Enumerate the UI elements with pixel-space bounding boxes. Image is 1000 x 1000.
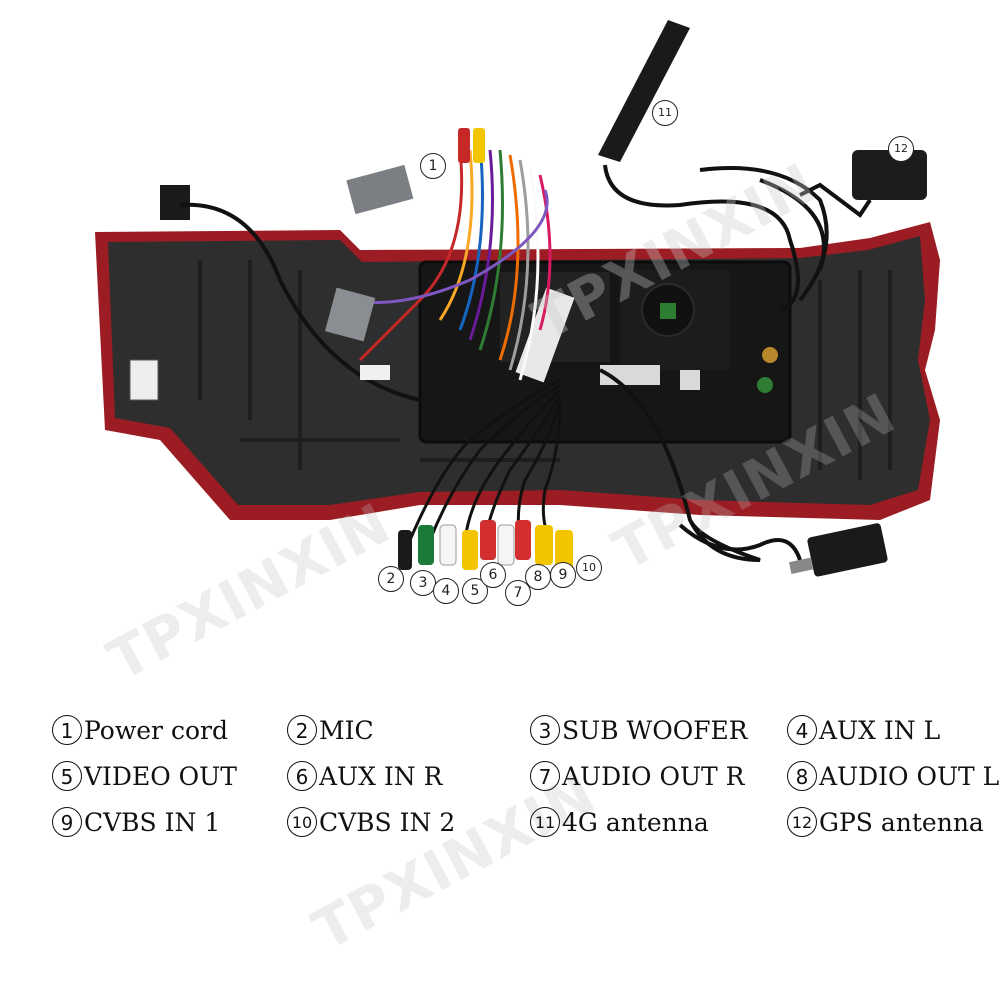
legend-number: 5 [52,761,82,791]
aux-in-l-plug [439,524,457,566]
callout-6: 6 [480,562,506,588]
antenna-cables [599,164,829,562]
legend-label: AUX IN L [819,715,941,745]
legend-label: MIC [319,715,374,745]
white-sticker [515,287,575,383]
watermark: TPXINXIN [302,761,607,964]
callout-11: 11 [652,100,678,126]
mic-plug [398,530,412,570]
legend-item: 9 CVBS IN 1 [52,807,220,837]
callout-2: 2 [378,566,404,592]
legend-number: 8 [787,761,817,791]
callout-4: 4 [433,578,459,604]
legend-number: 4 [787,715,817,745]
callout-1: 1 [420,153,446,179]
legend-number: 9 [52,807,82,837]
legend-label: SUB WOOFER [562,715,748,745]
legend-number: 1 [52,715,82,745]
audio-out-l-plug [515,520,531,560]
legend-number: 2 [287,715,317,745]
callout-8: 8 [525,564,551,590]
legend-number: 7 [530,761,560,791]
legend-label: AUX IN R [319,761,443,791]
legend-label: AUDIO OUT R [562,761,745,791]
legend-number: 12 [787,807,817,837]
legend-label: CVBS IN 1 [84,807,221,837]
callout-10: 10 [576,555,602,581]
legend-item: 1 Power cord [52,715,228,745]
green-label [660,303,676,319]
legend-label: GPS antenna [819,807,984,837]
dip-switch [129,359,159,401]
legend-item: 11 4G antenna [530,807,709,837]
cvbs-in-1-plug [535,525,553,565]
callout-3: 3 [410,570,436,596]
aux-in-r-plug [480,520,496,560]
legend-label: AUDIO OUT L [819,761,1000,791]
audio-out-r-plug [497,524,515,566]
legend-item: 2 MIC [287,715,374,745]
head-unit-photo [95,20,940,577]
callout-12: 12 [888,136,914,162]
legend-number: 6 [287,761,317,791]
legend-label: CVBS IN 2 [319,807,456,837]
white-connector [360,365,390,380]
legend-item: 4 AUX IN L [787,715,940,745]
grey-connector-1 [346,164,414,215]
legend-item: 12 GPS antenna [787,807,984,837]
callout-5: 5 [462,578,488,604]
video-out-plug [462,530,478,570]
legend-number: 11 [530,807,560,837]
power-connector [160,185,190,220]
rca-leads [408,378,562,541]
legend-label: Power cord [84,715,228,745]
legend-number: 10 [287,807,317,837]
legend-number: 3 [530,715,560,745]
legend-item: 6 AUX IN R [287,761,442,791]
legend-item: 7 AUDIO OUT R [530,761,745,791]
gps-antenna [852,150,927,200]
wire-harness [349,144,552,381]
legend-item: 10 CVBS IN 2 [287,807,455,837]
rca-plugs [398,520,573,570]
grey-connector-2 [324,287,376,342]
legend-item: 3 SUB WOOFER [530,715,748,745]
legend-label: VIDEO OUT [84,761,237,791]
legend-label: 4G antenna [562,807,709,837]
callout-9: 9 [550,562,576,588]
legend-item: 5 VIDEO OUT [52,761,237,791]
4g-antenna [598,20,690,162]
usb-dongle [807,523,888,577]
cvbs-in-2-plug [555,530,573,570]
sub-woofer-plug [418,525,434,565]
legend-item: 8 AUDIO OUT L [787,761,999,791]
